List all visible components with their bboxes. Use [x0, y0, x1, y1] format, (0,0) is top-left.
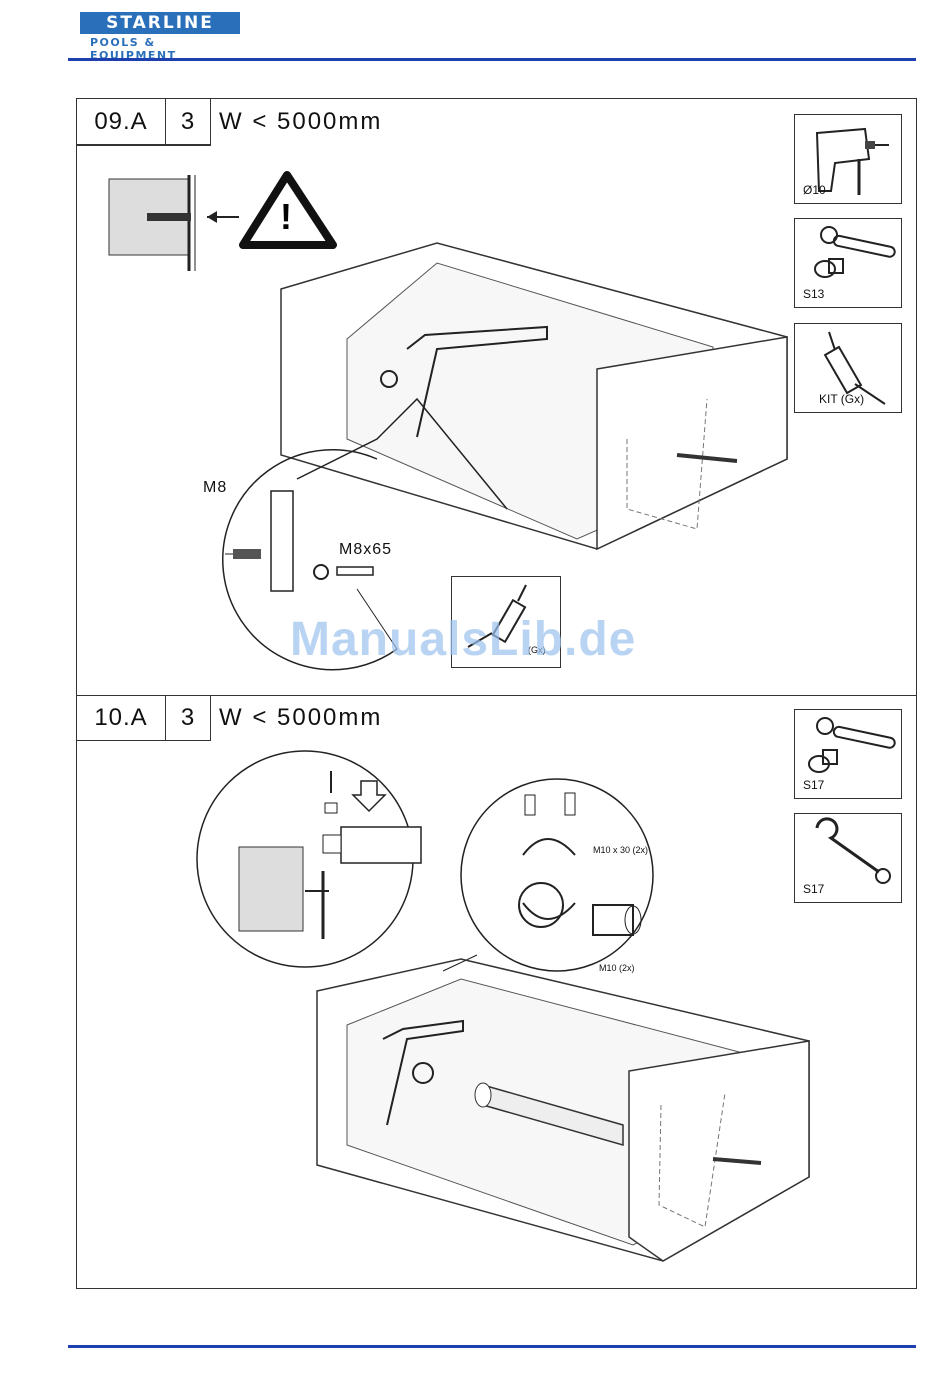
step-qty: 3: [166, 695, 211, 741]
tool-combination-wrench: S17: [794, 813, 902, 903]
svg-text:!: !: [280, 196, 292, 237]
header-rule: [68, 58, 916, 61]
step-condition: W < 5000mm: [211, 99, 382, 145]
step-10a: 10.A 3 W < 5000mm S17 S17: [77, 695, 916, 1290]
step-header: 09.A 3 W < 5000mm: [77, 99, 382, 145]
step-header: 10.A 3 W < 5000mm: [77, 695, 382, 741]
footer-rule: [68, 1345, 916, 1348]
label-bolts: M10 x 30 (2x): [593, 845, 648, 855]
tool-socket-wrench: S17: [794, 709, 902, 799]
roller-pit-drawing: [313, 955, 813, 1275]
logo-brand-top: STARLINE: [80, 12, 240, 34]
tool-drill: Ø10: [794, 114, 902, 204]
tool-label: S17: [803, 882, 824, 896]
tool-sealant-gun: KIT (Gx): [794, 323, 902, 413]
label-anchor: M8: [203, 479, 227, 497]
tool-label: S17: [803, 778, 824, 792]
step-id: 10.A: [77, 695, 166, 741]
tool-label: S13: [803, 287, 824, 301]
tool-label: Ø10: [803, 183, 826, 197]
label-bolt: M8x65: [339, 541, 392, 559]
watermark: ManualsLib.de: [290, 612, 636, 667]
step-qty: 3: [166, 99, 211, 145]
step-condition: W < 5000mm: [211, 695, 382, 741]
tool-label: KIT (Gx): [819, 392, 864, 406]
instruction-frame: 09.A 3 W < 5000mm Ø10 S13: [76, 98, 917, 1289]
starline-logo: STARLINE POOLS & EQUIPMENT: [80, 12, 240, 62]
bracket-zoom-callout: [193, 751, 423, 971]
step-id: 09.A: [77, 99, 166, 145]
tool-socket-wrench: S13: [794, 218, 902, 308]
step-09a: 09.A 3 W < 5000mm Ø10 S13: [77, 99, 916, 696]
clamp-zoom-callout: [457, 775, 707, 975]
